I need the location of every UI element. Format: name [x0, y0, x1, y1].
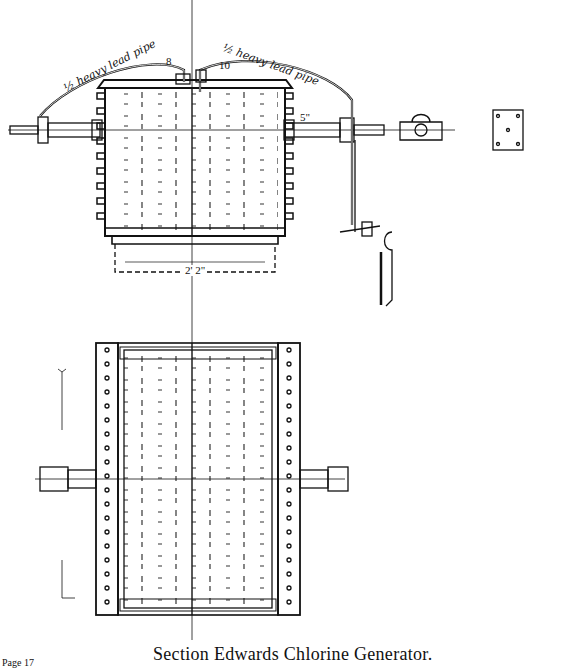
bolt-hole [105, 544, 109, 548]
flange-lug [285, 138, 293, 144]
bolt-hole [287, 600, 291, 604]
bolt-hole [105, 418, 109, 422]
bolt-hole [105, 460, 109, 464]
bolt-hole [287, 544, 291, 548]
bolt-hole [105, 572, 109, 576]
flange-lug [285, 168, 293, 174]
flange-lug [97, 168, 105, 174]
bolt-hole [105, 488, 109, 492]
bolt-hole [287, 404, 291, 408]
bolt-hole [287, 502, 291, 506]
flange-lug [97, 183, 105, 189]
bolt-hole [105, 516, 109, 520]
bolt-hole [287, 348, 291, 352]
bolt-hole [105, 376, 109, 380]
flange-lug [285, 198, 293, 204]
bolt-hole [105, 446, 109, 450]
flange-lug [285, 183, 293, 189]
bolt-hole [105, 502, 109, 506]
dimension: 5" [300, 112, 310, 123]
bolt-hole [287, 376, 291, 380]
bolt-hole [105, 362, 109, 366]
bolt-hole [105, 586, 109, 590]
bolt-hole [287, 488, 291, 492]
flange-lug [285, 93, 293, 99]
flange-lug [97, 138, 105, 144]
bolt-hole [287, 586, 291, 590]
bolt-hole [105, 432, 109, 436]
bolt-hole [287, 530, 291, 534]
flange-lug [97, 123, 105, 129]
bolt-hole [105, 474, 109, 478]
flange-lug [97, 213, 105, 219]
caption: Section Edwards Chlorine Generator. [153, 645, 432, 663]
flange-lug [97, 198, 105, 204]
bolt-hole [287, 516, 291, 520]
callout-number: 10 [219, 60, 230, 71]
bolt-hole [287, 432, 291, 436]
flange-lug [97, 93, 105, 99]
flange-lug [285, 213, 293, 219]
bolt-hole [105, 530, 109, 534]
flange-lug [285, 108, 293, 114]
bolt-hole [287, 572, 291, 576]
bolt-hole [105, 348, 109, 352]
bolt-hole [287, 390, 291, 394]
bolt-hole [287, 460, 291, 464]
flange-lug [285, 153, 293, 159]
bolt-hole [287, 418, 291, 422]
page-number: Page 17 [2, 658, 34, 668]
bolt-hole [105, 404, 109, 408]
callout-number: 8 [166, 56, 172, 67]
bolt-hole [287, 446, 291, 450]
bolt-hole [287, 362, 291, 366]
bolt-hole [287, 558, 291, 562]
flange-lug [97, 153, 105, 159]
flange-lug [285, 123, 293, 129]
bolt-hole [105, 558, 109, 562]
bolt-hole [105, 390, 109, 394]
bolt-hole [287, 474, 291, 478]
bolt-hole [105, 600, 109, 604]
dimension: 2' 2" [183, 265, 207, 276]
flange-lug [97, 108, 105, 114]
